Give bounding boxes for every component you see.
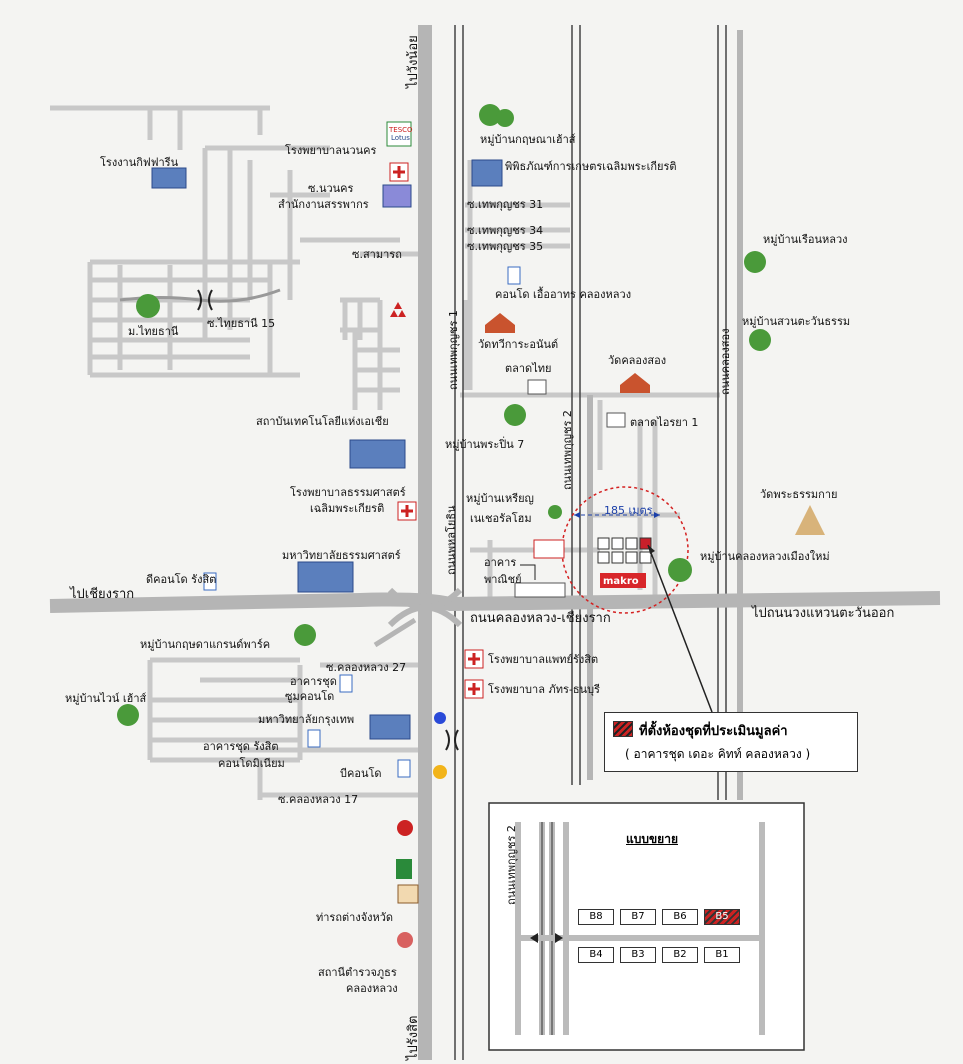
label-wat-dhammakaya: วัดพระธรรมกาย bbox=[760, 488, 838, 501]
legend-line-1: ที่ตั้งห้องชุดที่ประเมินมูลค่า bbox=[639, 724, 788, 739]
label-tu-hospital-1: โรงพยาบาลธรรมศาสตร์ bbox=[290, 486, 406, 499]
unit-b6: B6 bbox=[662, 909, 698, 925]
label-thep-kunchon-2: ถนนเทพกุญชร 2 bbox=[561, 410, 574, 490]
label-rangsit-condo-1: อาคารชุด รังสิต bbox=[203, 740, 279, 753]
label-phat-hospital: โรงพยาบาลแพทย์รังสิต bbox=[488, 653, 599, 666]
label-makro: makro bbox=[603, 576, 639, 587]
label-khlong-luang-road: ถนนคลองหลวง-เชียงราก bbox=[470, 611, 611, 626]
unit-b7: B7 bbox=[620, 909, 656, 925]
legend-line-2: ( อาคารชุด เดอะ คิทท์ คลองหลวง ) bbox=[625, 747, 811, 761]
label-khlong-song: ถนนคลองสอง bbox=[719, 328, 732, 395]
unit-b3: B3 bbox=[620, 947, 656, 963]
label-commercial-1: อาคาร bbox=[484, 556, 517, 569]
label-soi-thep-31: ซ.เทพกุญชร 31 bbox=[467, 198, 544, 211]
label-to-rangsit: ไปรังสิต bbox=[406, 1015, 421, 1061]
label-police-1: สถานีตำรวจภูธร bbox=[318, 966, 397, 979]
label-tesco-2: Lotus bbox=[391, 134, 410, 142]
unit-b1: B1 bbox=[704, 947, 740, 963]
unit-b2: B2 bbox=[662, 947, 698, 963]
label-phat-thonburi: โรงพยาบาล ภัทร-ธนบุรี bbox=[488, 683, 600, 696]
label-talat-ai-ya: ตลาดไอรยา 1 bbox=[630, 416, 699, 429]
legend-box: ที่ตั้งห้องชุดที่ประเมินมูลค่า ( อาคารชุ… bbox=[604, 712, 858, 772]
subject-building-grid bbox=[597, 537, 652, 564]
label-ruean-luang: หมู่บ้านเรือนหลวง bbox=[763, 233, 848, 246]
label-wat-kra: วัดทวีการะอนันต์ bbox=[478, 338, 559, 351]
label-condo-kl: คอนโด เอื้ออาทร คลองหลวง bbox=[495, 288, 632, 301]
major-roads bbox=[49, 25, 941, 1060]
label-wat-khlong-song: วัดคลองสอง bbox=[608, 354, 667, 367]
subject-swatch bbox=[613, 721, 633, 737]
building-icon bbox=[151, 159, 503, 740]
store-icon bbox=[386, 121, 646, 948]
label-soi-thep-35: ซ.เทพกุญชร 35 bbox=[467, 240, 544, 253]
label-kritsada-grand: หมู่บ้านกฤษดาแกรนด์พาร์ค bbox=[140, 638, 271, 651]
label-tesco-1: TESCO bbox=[389, 126, 413, 134]
unit-b8: B8 bbox=[578, 909, 614, 925]
label-krisana-house: หมู่บ้านกฤษณาเฮ้าส์ bbox=[480, 133, 576, 146]
commercial-pointer bbox=[520, 564, 536, 580]
label-soi-kl-27: ซ.คลองหลวง 27 bbox=[326, 661, 407, 674]
label-kl-new-city: หมู่บ้านคลองหลวงเมืองใหม่ bbox=[700, 550, 830, 563]
label-tu: มหาวิทยาลัยธรรมศาสตร์ bbox=[282, 549, 401, 562]
unit-b5-subject: B5 bbox=[704, 909, 740, 925]
interchange-icon bbox=[197, 289, 459, 751]
inset-roads bbox=[515, 822, 765, 1035]
label-commercial-2: พาณิชย์ bbox=[484, 573, 522, 586]
label-to-wongwaen: ไปถนนวงแหวนตะวันออก bbox=[752, 606, 895, 621]
pointer-line bbox=[647, 544, 713, 713]
label-charoen-1: หมู่บ้านเหรียญ bbox=[466, 492, 534, 505]
inset-road-label: ถนนเทพกุญชร 2 bbox=[505, 825, 518, 905]
inset-title: แบบขยาย bbox=[626, 832, 678, 846]
minor-road-grid bbox=[50, 105, 420, 800]
label-agri-museum: พิพิธภัณฑ์การเกษตรเฉลิมพระเกียรติ bbox=[505, 160, 677, 173]
label-gift-factory: โรงงานกิฟฟารีน bbox=[100, 156, 179, 169]
label-police-2: คลองหลวง bbox=[346, 982, 398, 995]
condo-icon bbox=[203, 266, 521, 778]
label-to-wang-noi: ไปวังน้อย bbox=[406, 35, 421, 88]
label-nawanakorn-hospital: โรงพยาบาลนวนคร bbox=[285, 144, 377, 157]
label-soi-thai-thani: ซ.ไทยธานี 15 bbox=[207, 317, 276, 330]
label-ait: สถาบันเทคโนโลยีแห่งเอเชีย bbox=[256, 415, 389, 428]
label-thai-thani: ม.ไทยธานี bbox=[128, 325, 179, 338]
label-dee-condo: ดีคอนโด รังสิต bbox=[146, 573, 217, 586]
label-soi-thep-34: ซ.เทพกุญชร 34 bbox=[467, 224, 544, 237]
label-zoom-condo-1: อาคารชุด bbox=[290, 675, 337, 688]
unit-b4: B4 bbox=[578, 947, 614, 963]
label-zoom-condo-2: ซูมคอนโด bbox=[285, 690, 335, 703]
market-icon bbox=[527, 379, 626, 428]
label-charoen-2: เนเชอรัลโฮม bbox=[470, 512, 532, 525]
label-revenue-office: สำนักงานสรรพากร bbox=[278, 198, 369, 211]
label-suan-tawan: หมู่บ้านสวนตะวันธรรม bbox=[742, 315, 851, 328]
label-b-condo: บีคอนโด bbox=[340, 767, 382, 780]
label-soi-kl-17: ซ.คลองหลวง 17 bbox=[278, 793, 359, 806]
mitsubishi-icon bbox=[390, 302, 406, 317]
radius-circle bbox=[561, 486, 689, 614]
label-rangsit-condo-2: คอนโดมิเนียม bbox=[218, 757, 285, 770]
distance-label: 185 เมตร bbox=[604, 504, 653, 517]
label-phraphin-7: หมู่บ้านพระปิ่น 7 bbox=[445, 438, 525, 451]
temple-icon bbox=[485, 313, 825, 535]
label-bus-terminal: ท่ารถต่างจังหวัด bbox=[316, 911, 394, 924]
label-talat-thai: ตลาดไทย bbox=[505, 362, 552, 375]
label-tu-hospital-2: เฉลิมพระเกียรติ bbox=[310, 502, 385, 515]
label-phahonyothin: ถนนพหลโยธิน bbox=[445, 505, 458, 575]
label-soi-samakkhi: ซ.สามารถ bbox=[352, 248, 402, 261]
house-icon bbox=[117, 104, 771, 726]
hospital-cross-icon bbox=[389, 162, 484, 699]
label-soi-nawanakorn: ซ.นวนคร bbox=[308, 182, 354, 195]
label-bu: มหาวิทยาลัยกรุงเทพ bbox=[258, 713, 355, 726]
label-wine-house: หมู่บ้านไวน์ เฮ้าส์ bbox=[65, 692, 147, 705]
commercial-block bbox=[514, 582, 566, 598]
rail-lines bbox=[454, 25, 727, 1060]
label-thep-kunchon-1: ถนนเทพกุญชร 1 bbox=[447, 310, 460, 390]
label-to-chiang-rak: ไปเชียงราก bbox=[70, 587, 135, 602]
